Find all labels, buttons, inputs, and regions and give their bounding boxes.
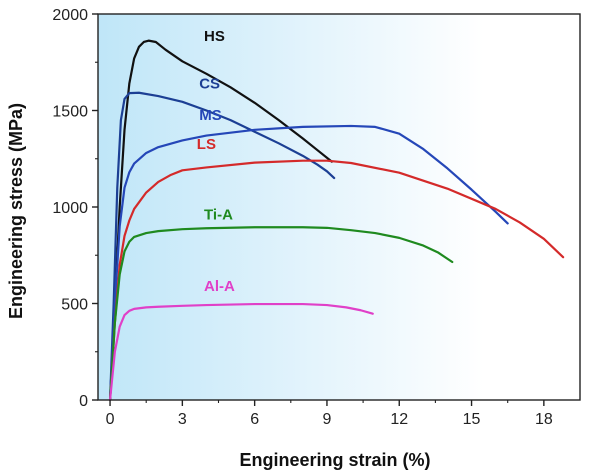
series-line-ms <box>108 124 509 402</box>
x-tick-label: 18 <box>535 411 553 428</box>
labels-layer: HS CS MS LS Ti-A Al-A <box>197 28 235 295</box>
x-tick-label: 3 <box>178 411 187 428</box>
series-line-ls <box>108 159 565 402</box>
y-tick-label: 500 <box>61 297 88 314</box>
x-axis-title: Engineering strain (%) <box>239 450 430 470</box>
series-line-hs <box>108 39 333 402</box>
axes-layer: 0 3 6 9 12 15 18 0 500 1000 1500 2000 <box>52 7 581 428</box>
series-layer <box>108 39 565 402</box>
y-tick-label: 1500 <box>52 104 88 121</box>
x-tick-label: 6 <box>250 411 259 428</box>
y-tick-label: 1000 <box>52 200 88 217</box>
series-line-cs <box>108 91 336 402</box>
series-label-ti-a: Ti-A <box>204 207 233 224</box>
series-label-al-a: Al-A <box>204 278 235 295</box>
series-line-ti-a <box>108 226 454 402</box>
y-axis-title: Engineering stress (MPa) <box>6 103 26 319</box>
series-label-ls: LS <box>197 136 216 153</box>
x-tick-label: 0 <box>106 411 115 428</box>
plot-background <box>98 14 580 400</box>
series-label-hs: HS <box>204 28 225 45</box>
x-tick-label: 9 <box>322 411 331 428</box>
y-tick-label: 0 <box>79 393 88 410</box>
series-label-cs: CS <box>199 75 220 92</box>
x-tick-label: 12 <box>390 411 408 428</box>
series-label-ms: MS <box>199 107 222 124</box>
x-tick-label: 15 <box>463 411 481 428</box>
series-line-al-a <box>108 302 374 402</box>
y-tick-label: 2000 <box>52 7 88 24</box>
